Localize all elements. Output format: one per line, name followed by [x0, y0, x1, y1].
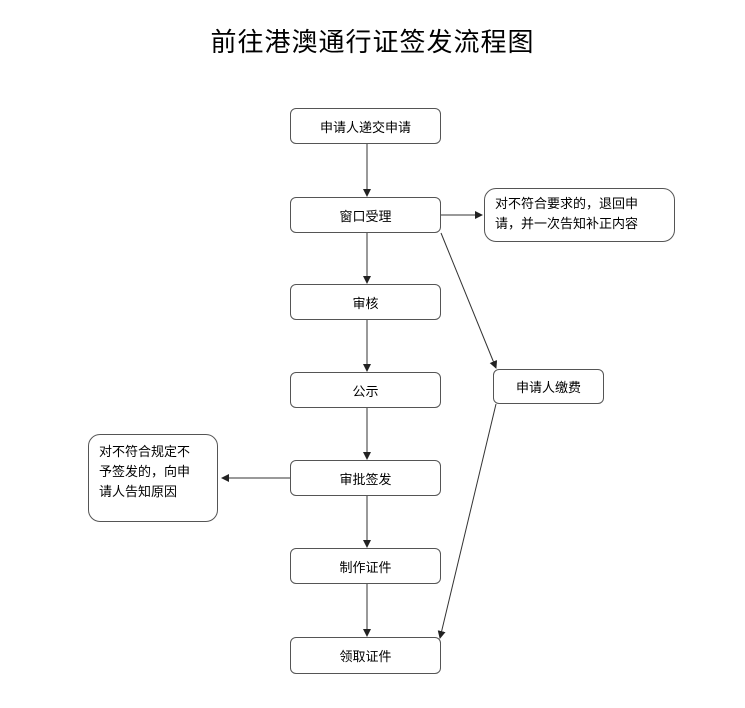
node-publicize: 公示 — [290, 372, 441, 408]
note-reject-return-line-1: 对不符合要求的，退回申 — [495, 197, 639, 212]
note-reject-deny-line-1: 对不符合规定不 — [99, 445, 191, 460]
node-review-label: 审核 — [352, 296, 379, 312]
node-produce-label: 制作证件 — [339, 560, 392, 576]
note-reject-deny-line-3: 请人告知原因 — [99, 485, 178, 500]
node-pay-label: 申请人缴费 — [515, 381, 581, 396]
node-submit: 申请人递交申请 — [290, 108, 441, 144]
node-collect: 领取证件 — [290, 637, 441, 674]
node-approve: 审批签发 — [290, 460, 441, 496]
node-collect-label: 领取证件 — [339, 650, 392, 665]
node-produce: 制作证件 — [290, 548, 441, 584]
diagram-title: 前往港澳通行证签发流程图 — [210, 28, 535, 58]
node-publicize-label: 公示 — [352, 384, 379, 400]
note-reject-deny-line-2: 予签发的，向申 — [99, 465, 191, 480]
note-reject-return-line-2: 请，并一次告知补正内容 — [495, 217, 639, 232]
node-review: 审核 — [290, 284, 441, 320]
note-reject-return: 对不符合要求的，退回申 请，并一次告知补正内容 — [484, 188, 675, 242]
arrow-accept-pay — [440, 232, 498, 369]
node-pay: 申请人缴费 — [493, 369, 604, 404]
arrow-pay-collect — [437, 403, 497, 639]
node-accept-label: 窗口受理 — [339, 209, 392, 225]
node-approve-label: 审批签发 — [339, 472, 392, 488]
note-reject-deny: 对不符合规定不 予签发的，向申 请人告知原因 — [88, 434, 218, 522]
node-submit-label: 申请人递交申请 — [319, 120, 411, 136]
node-accept: 窗口受理 — [290, 197, 441, 233]
